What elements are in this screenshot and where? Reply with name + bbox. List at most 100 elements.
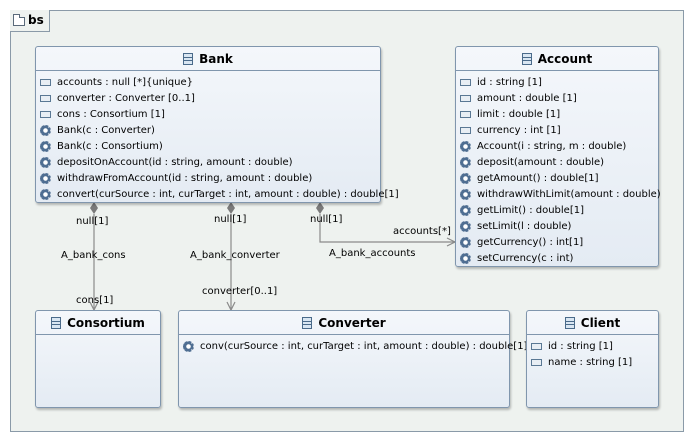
class-consortium-name: Consortium	[67, 315, 145, 330]
attribute-icon	[460, 110, 471, 118]
operation-gear-icon	[40, 172, 51, 184]
operation-row[interactable]: conv(curSource : int, curTarget : int, a…	[183, 338, 527, 354]
class-icon	[51, 316, 62, 329]
attribute-label: name : string [1]	[548, 356, 633, 368]
operation-label: Account(i : string, m : double)	[477, 140, 627, 152]
package-tab[interactable]: bs	[10, 10, 50, 32]
operation-row[interactable]: getLimit() : double[1]	[460, 202, 658, 218]
attribute-icon	[460, 126, 471, 134]
operation-row[interactable]: withdrawFromAccount(id : string, amount …	[40, 170, 380, 186]
class-bank-header[interactable]: Bank	[36, 47, 380, 71]
attribute-row[interactable]: amount : double [1]	[460, 90, 658, 106]
class-converter[interactable]: Converter conv(curSource : int, curTarge…	[178, 310, 527, 408]
aggregation-diamond-converter	[227, 202, 235, 214]
aggregation-diamond-accounts	[316, 202, 324, 214]
operation-row[interactable]: getCurrency() : int[1]	[460, 234, 658, 250]
operation-row[interactable]: setLimit(l : double)	[460, 218, 658, 234]
class-consortium-header[interactable]: Consortium	[36, 311, 160, 335]
class-account-header[interactable]: Account	[456, 47, 658, 71]
attribute-label: id : string [1]	[477, 76, 542, 88]
class-client-members: id : string [1] name : string [1]	[527, 335, 658, 370]
operation-gear-icon	[40, 124, 51, 136]
attribute-row[interactable]: id : string [1]	[531, 338, 658, 354]
bank-cons-association-name: A_bank_cons	[61, 250, 126, 261]
operation-row[interactable]: Account(i : string, m : double)	[460, 138, 658, 154]
operation-gear-icon	[40, 140, 51, 152]
attribute-row[interactable]: limit : double [1]	[460, 106, 658, 122]
operation-label: getLimit() : double[1]	[477, 204, 584, 216]
class-client-name: Client	[580, 315, 621, 330]
bank-cons-target-role: cons[1]	[76, 295, 114, 306]
operation-gear-icon	[40, 156, 51, 168]
attribute-label: id : string [1]	[548, 340, 613, 352]
class-client-header[interactable]: Client	[527, 311, 658, 335]
attribute-label: accounts : null [*]{unique}	[57, 76, 194, 88]
attribute-row[interactable]: cons : Consortium [1]	[40, 106, 380, 122]
attribute-icon	[531, 342, 542, 350]
package-folder-icon	[13, 14, 25, 26]
package-name: bs	[28, 13, 44, 27]
bank-accounts-association-name: A_bank_accounts	[329, 248, 416, 259]
class-converter-header[interactable]: Converter	[179, 311, 509, 335]
operation-row[interactable]: getAmount() : double[1]	[460, 170, 658, 186]
operation-label: getAmount() : double[1]	[477, 172, 599, 184]
operation-row[interactable]: deposit(amount : double)	[460, 154, 658, 170]
operation-row[interactable]: Bank(c : Consortium)	[40, 138, 380, 154]
attribute-row[interactable]: id : string [1]	[460, 74, 658, 90]
class-account[interactable]: Account id : string [1] amount : double …	[455, 46, 661, 267]
operation-label: setCurrency(c : int)	[477, 252, 574, 264]
attribute-icon	[40, 94, 51, 102]
attribute-icon	[531, 358, 542, 366]
operation-row[interactable]: Bank(c : Converter)	[40, 122, 380, 138]
attribute-row[interactable]: converter : Converter [0..1]	[40, 90, 380, 106]
attribute-label: cons : Consortium [1]	[57, 108, 165, 120]
operation-label: Bank(c : Converter)	[57, 124, 155, 136]
class-bank-name: Bank	[199, 51, 233, 66]
bank-accounts-source-multiplicity: null[1]	[310, 214, 343, 225]
operation-label: conv(curSource : int, curTarget : int, a…	[200, 340, 528, 352]
operation-label: getCurrency() : int[1]	[477, 236, 584, 248]
operation-row[interactable]: withdrawWithLimit(amount : double)	[460, 186, 661, 202]
bank-accounts-target-role: accounts[*]	[393, 226, 451, 237]
operation-label: Bank(c : Consortium)	[57, 140, 163, 152]
assoc-line-bank-accounts[interactable]	[319, 214, 455, 243]
attribute-row[interactable]: accounts : null [*]{unique}	[40, 74, 380, 90]
attribute-row[interactable]: currency : int [1]	[460, 122, 658, 138]
class-converter-name: Converter	[318, 315, 386, 330]
operation-row[interactable]: setCurrency(c : int)	[460, 250, 658, 266]
bank-converter-association-name: A_bank_converter	[190, 250, 280, 261]
class-consortium[interactable]: Consortium	[35, 310, 161, 408]
operation-gear-icon	[460, 140, 471, 152]
operation-gear-icon	[460, 204, 471, 216]
class-icon	[183, 52, 194, 65]
attribute-icon	[40, 78, 51, 86]
operation-row[interactable]: convert(curSource : int, curTarget : int…	[40, 186, 399, 202]
operation-gear-icon	[40, 188, 51, 200]
class-icon	[564, 316, 575, 329]
class-bank-members: accounts : null [*]{unique} converter : …	[36, 71, 399, 202]
operation-gear-icon	[460, 236, 471, 248]
operation-label: withdrawWithLimit(amount : double)	[477, 188, 661, 200]
bank-converter-source-multiplicity: null[1]	[214, 214, 247, 225]
bank-converter-target-role: converter[0..1]	[202, 286, 278, 297]
operation-gear-icon	[460, 172, 471, 184]
attribute-icon	[460, 94, 471, 102]
attribute-icon	[460, 78, 471, 86]
class-converter-members: conv(curSource : int, curTarget : int, a…	[179, 335, 527, 354]
class-bank[interactable]: Bank accounts : null [*]{unique} convert…	[35, 46, 399, 203]
class-icon	[302, 316, 313, 329]
class-icon	[521, 52, 532, 65]
class-account-members: id : string [1] amount : double [1] limi…	[456, 71, 661, 266]
operation-gear-icon	[183, 340, 194, 352]
attribute-row[interactable]: name : string [1]	[531, 354, 658, 370]
attribute-icon	[40, 110, 51, 118]
aggregation-diamond-cons	[90, 202, 98, 214]
attribute-label: currency : int [1]	[477, 124, 561, 136]
class-client[interactable]: Client id : string [1] name : string [1]	[526, 310, 659, 408]
bank-cons-source-multiplicity: null[1]	[76, 216, 109, 227]
operation-label: withdrawFromAccount(id : string, amount …	[57, 172, 313, 184]
class-account-name: Account	[537, 51, 593, 66]
operation-label: deposit(amount : double)	[477, 156, 605, 168]
operation-label: depositOnAccount(id : string, amount : d…	[57, 156, 293, 168]
operation-row[interactable]: depositOnAccount(id : string, amount : d…	[40, 154, 380, 170]
